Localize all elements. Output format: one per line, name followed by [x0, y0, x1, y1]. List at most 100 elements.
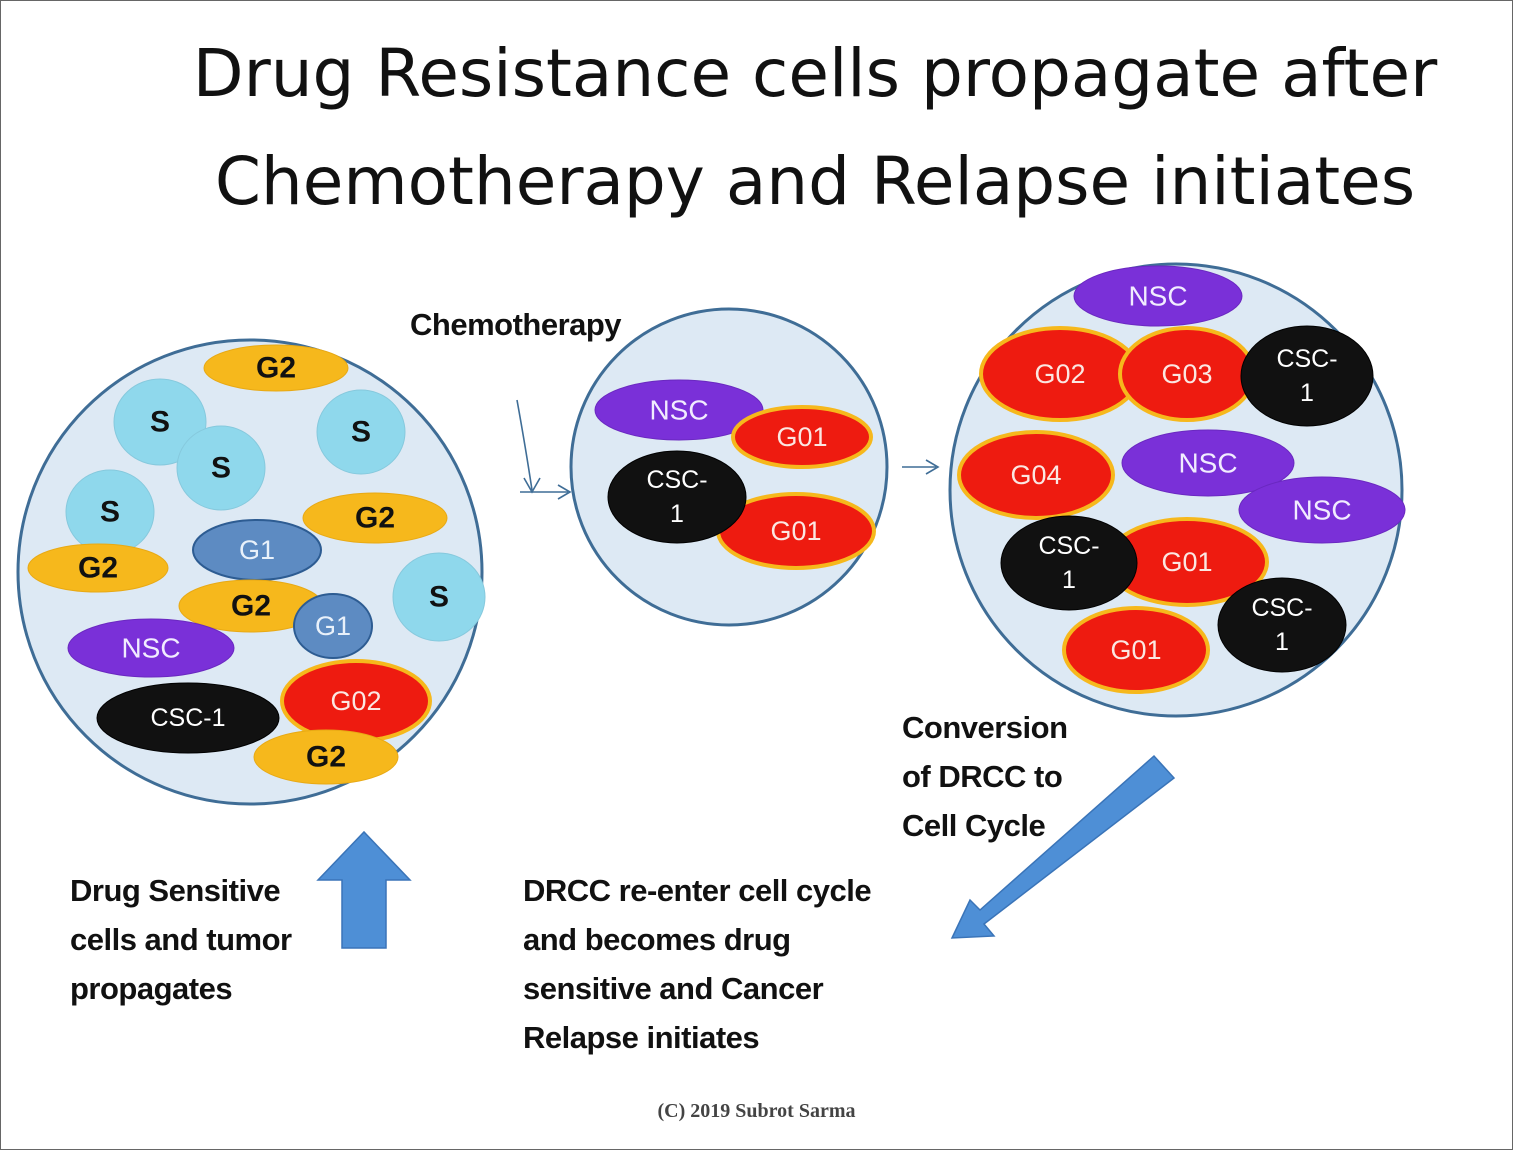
cell-g0: G01 — [1105, 517, 1269, 607]
cell-csc: CSC- 1 — [1000, 515, 1138, 611]
drcc-label-line-1: DRCC re-enter cell cycle — [523, 873, 872, 908]
cell-shape — [302, 492, 448, 544]
cell-label: 1 — [670, 500, 684, 528]
cell-s: S — [176, 425, 266, 511]
cell-g0: G01 — [1062, 606, 1210, 694]
cell-g2: G2 — [178, 579, 324, 633]
drug-sensitive-label-line-2: cells and tumor — [70, 922, 292, 957]
chemo-arrow — [516, 399, 572, 500]
cell-g2: G2 — [203, 344, 349, 392]
cell-s: S — [113, 378, 207, 466]
cell-shape — [1000, 515, 1138, 611]
cell-nsc: NSC — [1073, 265, 1243, 327]
cell-label: CSC- — [1276, 345, 1337, 373]
cell-g2: G2 — [302, 492, 448, 544]
cell-nsc: NSC — [67, 618, 235, 678]
cell-label: 1 — [1275, 628, 1289, 656]
conversion-label-line-3: Cell Cycle — [902, 808, 1046, 843]
drug-sensitive-label-line-3: propagates — [70, 971, 233, 1006]
conversion-label-line-1: Conversion — [902, 710, 1068, 745]
cell-label: NSC — [1178, 448, 1237, 479]
cell-label: S — [351, 416, 371, 449]
cell-shape — [96, 682, 280, 754]
cell-shape — [1240, 325, 1374, 427]
drcc-label-line-2: and becomes drug — [523, 922, 791, 957]
cell-label: G2 — [256, 352, 296, 385]
cell-label: NSC — [1128, 281, 1187, 312]
cell-label: G1 — [239, 535, 275, 565]
cell-shape — [176, 425, 266, 511]
cell-shape — [607, 450, 747, 544]
cell-label: G01 — [770, 516, 821, 546]
cell-g1: G1 — [192, 519, 322, 581]
cell-s: S — [392, 552, 486, 642]
cell-label: S — [429, 581, 449, 614]
cell-g0: G03 — [1118, 326, 1256, 422]
cell-g2: G2 — [253, 729, 399, 785]
drcc-label-line-4: Relapse initiates — [523, 1020, 760, 1055]
chemotherapy-label: Chemotherapy — [410, 307, 622, 342]
cell-csc: CSC- 1 — [1217, 577, 1347, 673]
cell-g0: G02 — [280, 659, 432, 743]
cell-label: G04 — [1010, 460, 1061, 490]
cell-label: S — [211, 452, 231, 485]
cell-shape — [253, 729, 399, 785]
cell-shape — [392, 552, 486, 642]
cell-s: S — [316, 389, 406, 475]
cell-label: 1 — [1062, 566, 1076, 594]
conversion-label-line-2: of DRCC to — [902, 759, 1063, 794]
cell-label: CSC- — [1251, 594, 1312, 622]
cell-label: CSC-1 — [150, 704, 225, 732]
cell-g0: G01 — [731, 405, 873, 469]
cell-shape — [27, 543, 169, 593]
cell-shape — [1121, 429, 1295, 497]
cell-shape — [203, 344, 349, 392]
cell-csc: CSC- 1 — [1240, 325, 1374, 427]
cell-g1: G1 — [293, 593, 373, 659]
title-line-2: Chemotherapy and Relapse initiates — [214, 143, 1416, 220]
cell-label: 1 — [1300, 379, 1314, 407]
cell-label: G2 — [306, 741, 346, 774]
cell-shape — [293, 593, 373, 659]
cell-label: CSC- — [1038, 532, 1099, 560]
cell-label: G1 — [315, 611, 351, 641]
page-title: Drug Resistance cells propagate after Ch… — [120, 20, 1510, 236]
drug-sensitive-label-line-1: Drug Sensitive — [70, 873, 281, 908]
cell-shape — [1238, 476, 1406, 544]
cell-g0: G02 — [979, 326, 1141, 422]
cell-shape — [67, 618, 235, 678]
cell-label: G02 — [1034, 359, 1085, 389]
cell-nsc: NSC — [594, 379, 764, 441]
cell-label: G01 — [1161, 547, 1212, 577]
cell-s: S — [65, 469, 155, 555]
cell-shape — [1217, 577, 1347, 673]
cell-nsc: NSC — [1121, 429, 1295, 497]
cell-label: G2 — [78, 552, 118, 585]
title-line-1: Drug Resistance cells propagate after — [192, 35, 1438, 112]
cell-label: G2 — [355, 502, 395, 535]
cell-label: G01 — [776, 422, 827, 452]
cell-label: G01 — [1110, 635, 1161, 665]
cell-csc: CSC- 1 — [607, 450, 747, 544]
cell-g2: G2 — [27, 543, 169, 593]
cell-label: NSC — [1292, 495, 1351, 526]
cell-shape — [957, 430, 1115, 520]
cell-label: NSC — [121, 633, 180, 664]
drcc-label-line-3: sensitive and Cancer — [523, 971, 824, 1006]
cell-label: NSC — [649, 395, 708, 426]
cell-label: CSC- — [646, 466, 707, 494]
cell-shape — [1073, 265, 1243, 327]
cell-label: G02 — [330, 686, 381, 716]
cell-label: G2 — [231, 590, 271, 623]
cell-label: S — [150, 406, 170, 439]
cell-label: G03 — [1161, 359, 1212, 389]
cell-g0: G04 — [957, 430, 1115, 520]
cell-shape — [316, 389, 406, 475]
up-arrow — [316, 830, 412, 949]
transition-arrow — [902, 459, 940, 475]
cell-shape — [594, 379, 764, 441]
cell-shape — [113, 378, 207, 466]
cell-csc: CSC-1 — [96, 682, 280, 754]
cell-shape — [1062, 606, 1210, 694]
